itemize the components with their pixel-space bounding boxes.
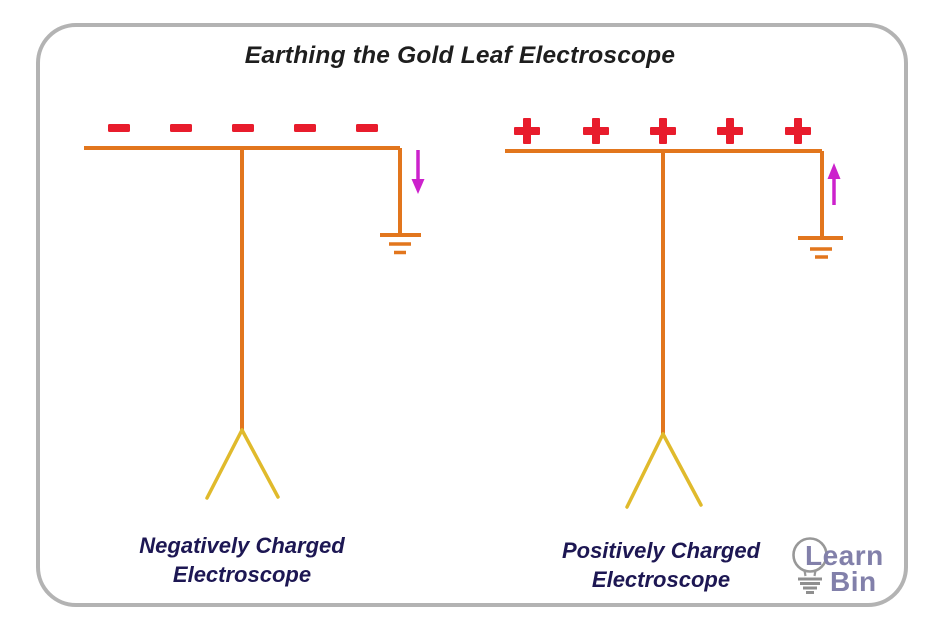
plus-charge-icon (650, 118, 676, 144)
right-label-line1: Positively Charged (561, 538, 761, 563)
left-label-line2: Electroscope (172, 562, 312, 587)
positive-charge-row (514, 118, 811, 144)
minus-charge-icon (294, 124, 316, 132)
right-electroscope-label: Positively Charged Electroscope (501, 536, 821, 594)
right-electroscope (505, 118, 843, 509)
minus-charge-icon (108, 124, 130, 132)
gold-leaves (205, 428, 280, 500)
minus-charge-icon (170, 124, 192, 132)
earth-ground-icon (380, 233, 421, 255)
negative-charge-row (108, 124, 378, 132)
left-label-line1: Negatively Charged (139, 533, 345, 558)
left-electroscope-label: Negatively Charged Electroscope (82, 531, 402, 589)
electron-flow-down-arrow-icon (411, 150, 425, 194)
left-electroscope (84, 124, 425, 500)
earth-ground-icon (798, 236, 843, 259)
plus-charge-icon (514, 118, 540, 144)
logo-word-learn: Learn (805, 540, 884, 571)
minus-charge-icon (356, 124, 378, 132)
plus-charge-icon (717, 118, 743, 144)
plus-charge-icon (583, 118, 609, 144)
learnbin-logo: Learn Bin (790, 532, 920, 604)
electron-flow-up-arrow-icon (827, 163, 841, 205)
plus-charge-icon (785, 118, 811, 144)
right-label-line2: Electroscope (591, 567, 731, 592)
gold-leaves (625, 432, 703, 509)
lightbulb-icon (792, 537, 828, 594)
minus-charge-icon (232, 124, 254, 132)
diagram-title: Earthing the Gold Leaf Electroscope (244, 42, 676, 69)
logo-word-bin: Bin (830, 566, 877, 597)
rounded-frame (36, 23, 908, 607)
